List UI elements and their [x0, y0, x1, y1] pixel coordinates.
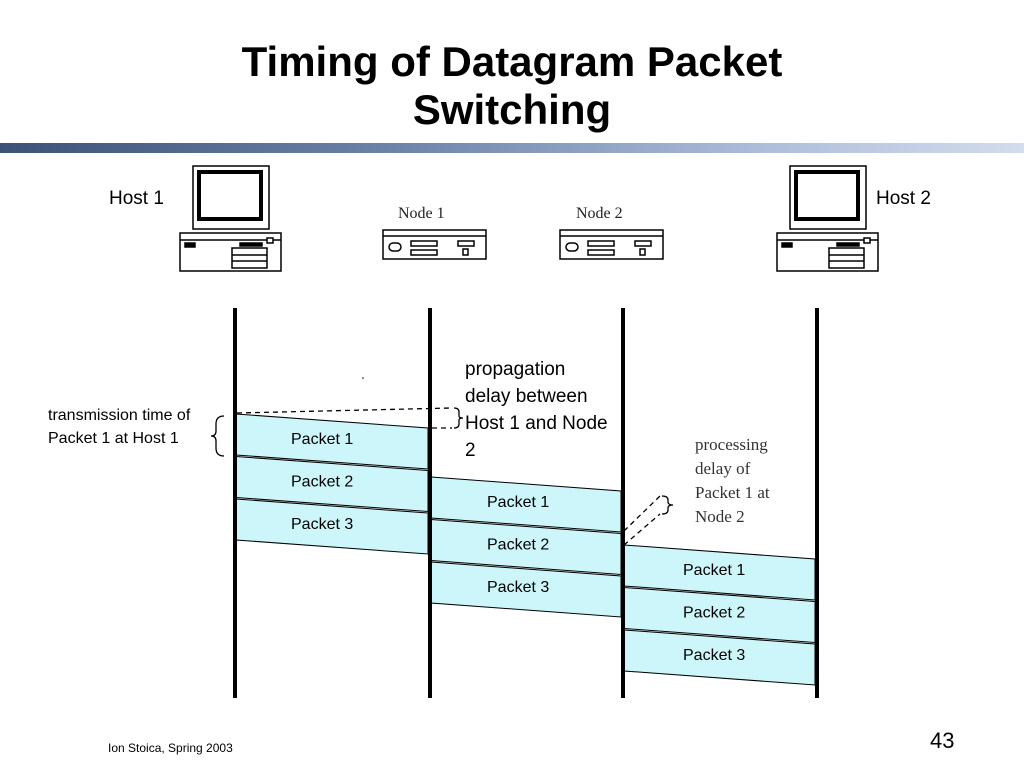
processing-delay-marker [623, 495, 674, 546]
propagation-delay-note: propagation delay between Host 1 and Nod… [465, 359, 608, 461]
node1-label: Node 1 [398, 205, 445, 222]
propagation-delay-marker [236, 407, 464, 429]
host2-label: Host 2 [876, 188, 931, 209]
host2-computer-icon [776, 165, 879, 272]
stray-dot [362, 377, 364, 379]
transmission-time-note: transmission time of Packet 1 at Host 1 [48, 407, 191, 447]
packets-layer: Packet 1 Packet 2 Packet 3 Packet 1 Packet 2… [235, 413, 816, 686]
node2-to-host2-packet-1-label: Packet 1 [683, 562, 745, 579]
page-number: 43 [930, 728, 955, 753]
node1-to-node2-packet-1-label: Packet 1 [487, 494, 549, 511]
footer-credit: Ion Stoica, Spring 2003 [108, 741, 233, 755]
node1-to-node2-packet-3-label: Packet 3 [487, 579, 549, 596]
node1-router-icon [382, 229, 487, 260]
slide-title: Timing of Datagram Packet Switching [0, 38, 1024, 134]
node1-to-node2-packet-2-label: Packet 2 [487, 537, 549, 554]
host1-computer-icon [179, 165, 282, 272]
node2-label: Node 2 [576, 205, 623, 222]
transmission-time-brace [210, 415, 225, 457]
node2-to-host2-packet-2-label: Packet 2 [683, 605, 745, 622]
processing-delay-note: processing delay of Packet 1 at Node 2 [695, 435, 770, 526]
slide-title-line-1: Timing of Datagram Packet [241, 38, 783, 85]
host1-to-node1-packet-2-label: Packet 2 [291, 474, 353, 491]
node2-to-host2-packet-3-label: Packet 3 [683, 647, 745, 664]
host1-label: Host 1 [109, 188, 164, 209]
title-divider [0, 143, 1024, 153]
timelines [233, 308, 819, 698]
slide-title-line-2: Switching [412, 86, 612, 133]
host1-to-node1-packet-1-label: Packet 1 [291, 431, 353, 448]
node2-router-icon [559, 229, 664, 260]
host1-to-node1-packet-3-label: Packet 3 [291, 516, 353, 533]
